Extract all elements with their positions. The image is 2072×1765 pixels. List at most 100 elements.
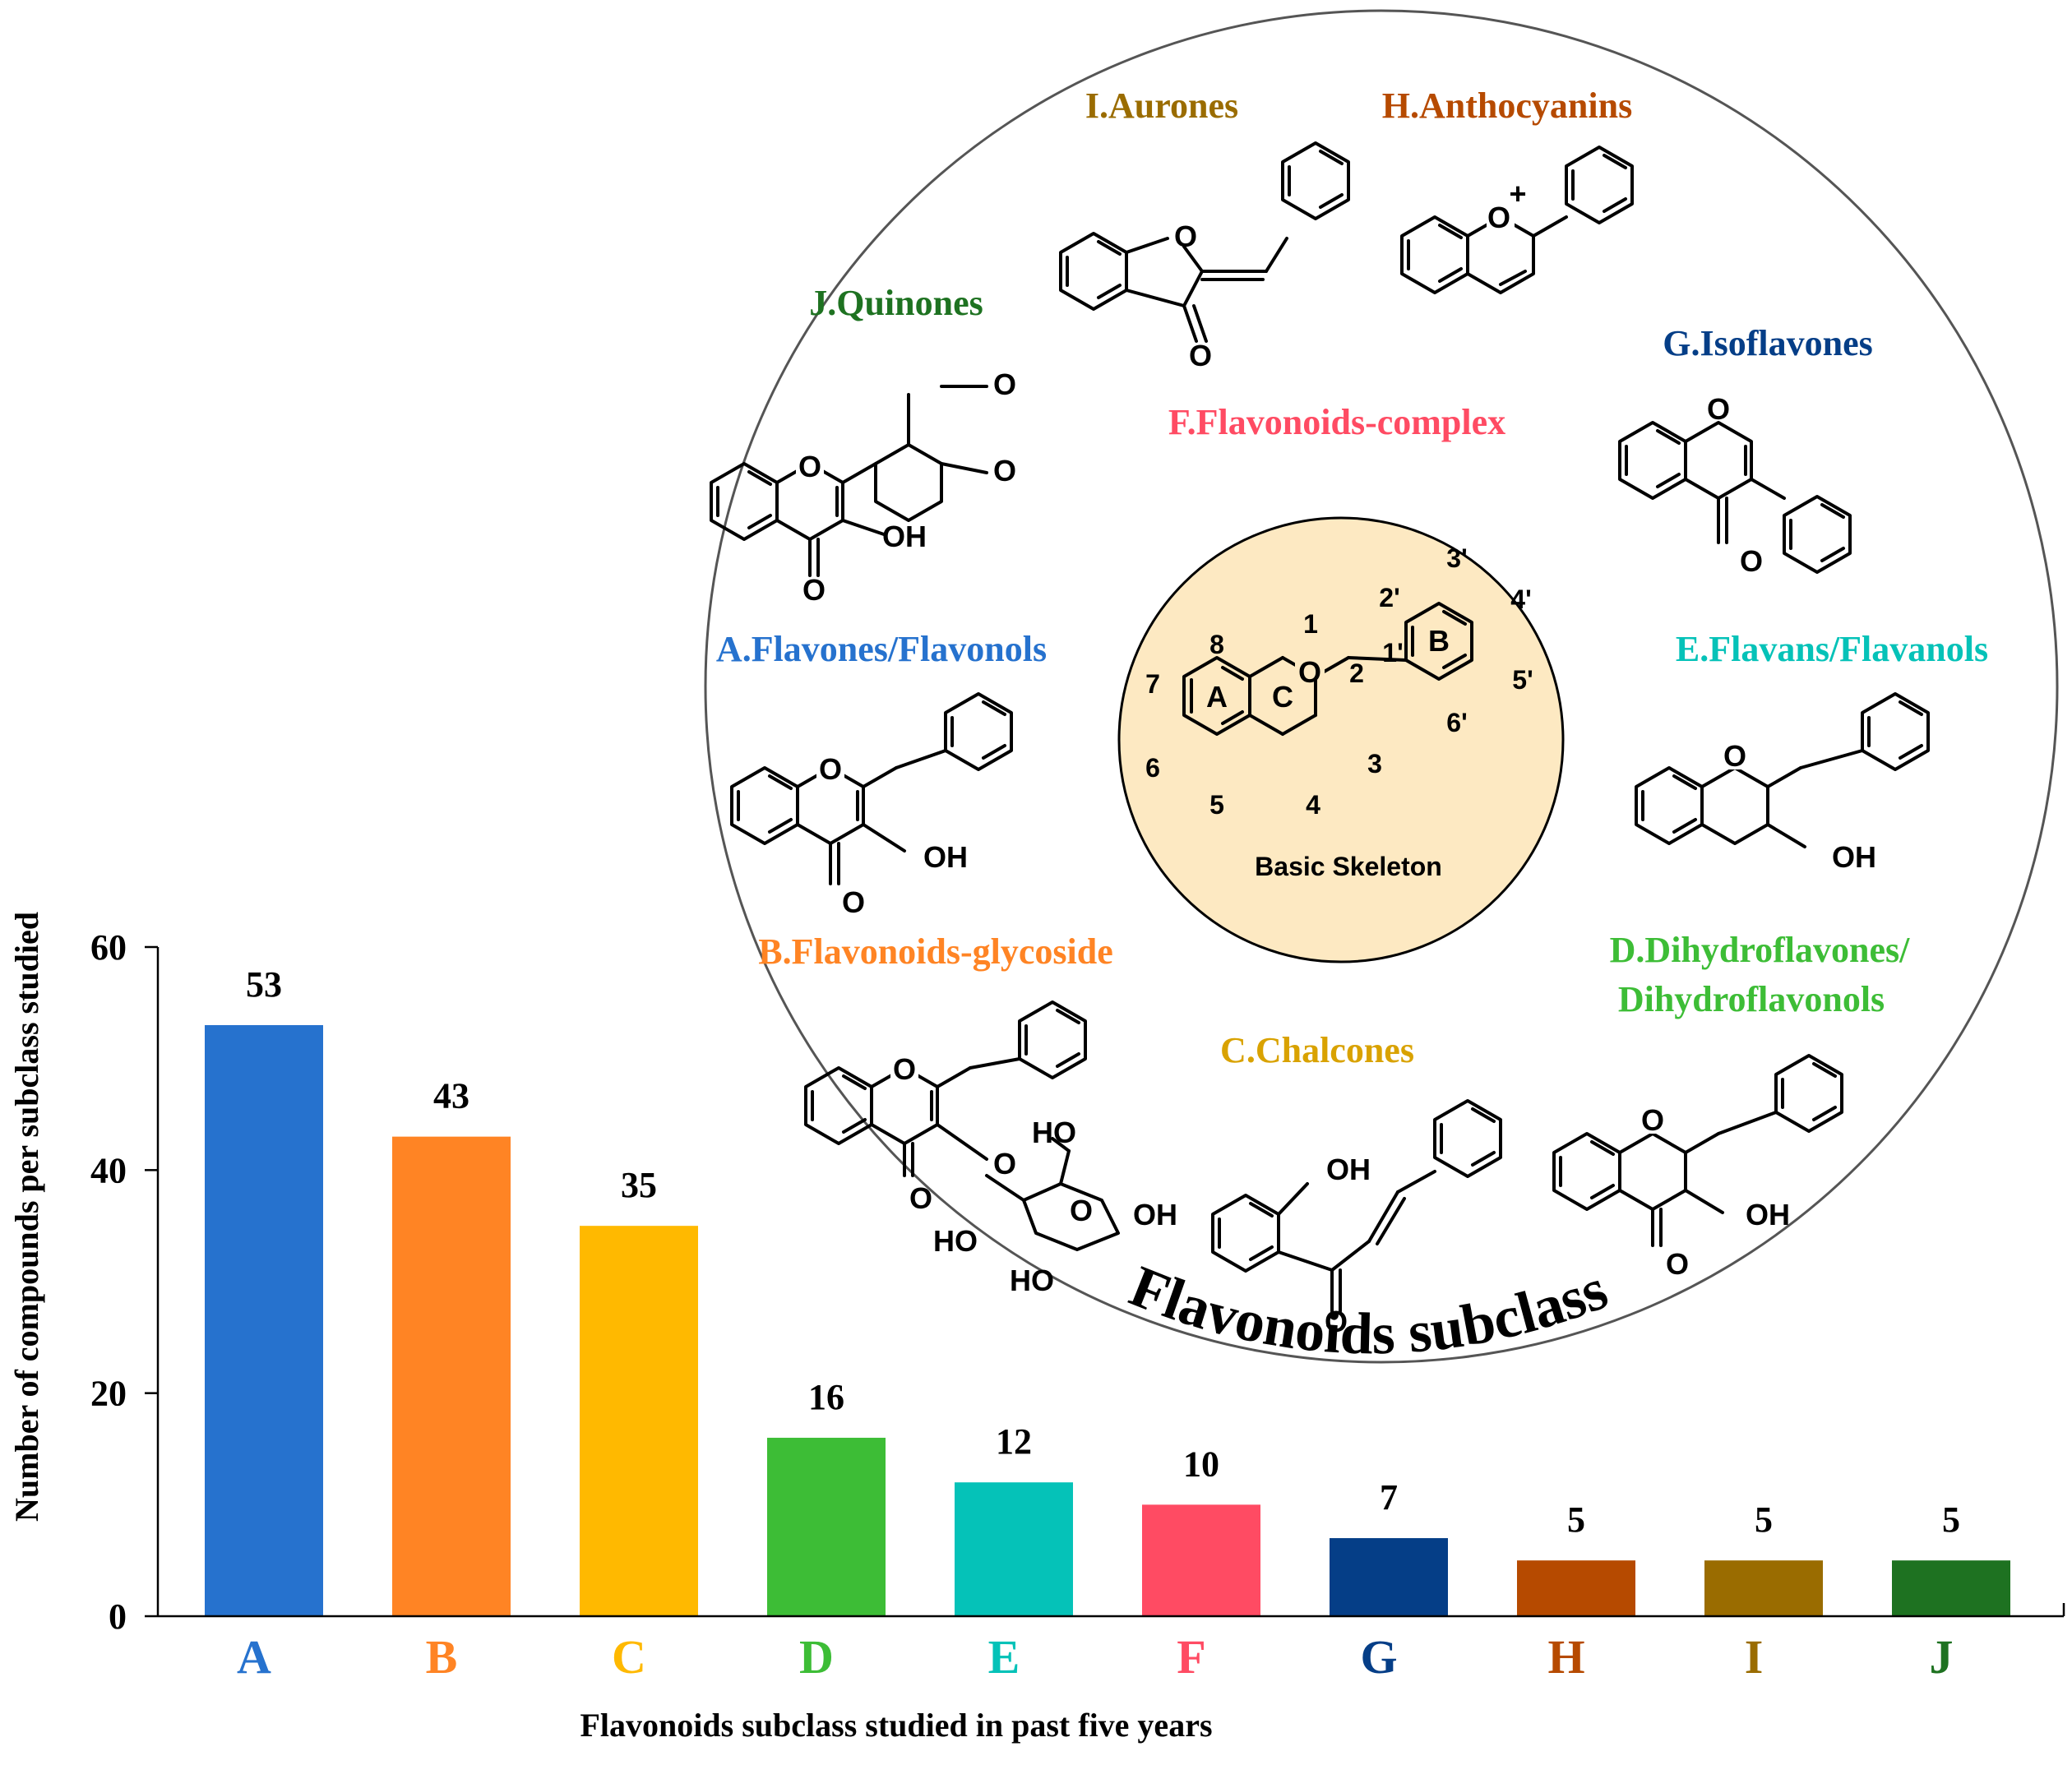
chalcone-hydroxyl: OH — [1326, 1153, 1371, 1186]
dihydroflavonol-structure: O O OH — [1552, 1054, 1843, 1281]
subclass-label-C: C.Chalcones — [1220, 1030, 1414, 1070]
aurone-oxygen: O — [1174, 219, 1197, 253]
chalcone-carbonyl-oxygen: O — [1325, 1305, 1348, 1338]
flavanol-structure: O OH — [1635, 692, 1930, 874]
y-tick-label: 60 — [90, 927, 127, 968]
subclass-label-J: J.Quinones — [809, 283, 983, 323]
dihydroflavonol-hydroxyl: OH — [1746, 1198, 1790, 1231]
skeleton-num-1: 1 — [1303, 609, 1318, 639]
skeleton-num-5: 5 — [1209, 790, 1224, 820]
basic-skeleton-circle — [1117, 516, 1565, 963]
y-tick-label: 20 — [90, 1374, 127, 1414]
skeleton-num-4prime: 4' — [1510, 584, 1531, 614]
basic-skeleton-label: Basic Skeleton — [1255, 852, 1442, 881]
subclass-label-G: G.Isoflavones — [1663, 323, 1872, 363]
bars — [205, 1024, 2010, 1616]
x-tick-label-E: E — [988, 1630, 1020, 1684]
x-tick-label-B: B — [426, 1630, 458, 1684]
x-tick-label-D: D — [799, 1630, 834, 1684]
bar-E — [955, 1482, 1073, 1616]
subclass-label-D-line1: D.Dihydroflavones/ — [1610, 930, 1910, 970]
y-tick-label: 0 — [109, 1596, 127, 1637]
anthocyanin-charge: + — [1509, 177, 1526, 210]
bar-C — [580, 1226, 698, 1616]
quinone-hydroxyl: OH — [882, 520, 927, 553]
value-label-C: 35 — [621, 1165, 657, 1205]
bar-I — [1704, 1560, 1823, 1616]
x-tick-label-H: H — [1547, 1630, 1584, 1684]
anthocyanin-structure: O + — [1400, 146, 1634, 294]
bar-J — [1892, 1560, 2010, 1616]
glycoside-carbonyl-oxygen: O — [909, 1181, 932, 1215]
bar-H — [1517, 1560, 1635, 1616]
bar-D — [767, 1437, 886, 1616]
value-label-H: 5 — [1567, 1499, 1585, 1540]
subclass-label-D-line2: Dihydroflavonols — [1618, 979, 1885, 1019]
quinone-ring-oxygen: O — [798, 450, 821, 483]
subclass-label-F: F.Flavonoids-complex — [1168, 402, 1505, 442]
value-label-A: 53 — [246, 964, 282, 1005]
x-axis-title: Flavonoids subclass studied in past five… — [580, 1707, 1212, 1744]
value-label-J: 5 — [1942, 1499, 1960, 1540]
skeleton-num-8: 8 — [1209, 630, 1224, 659]
x-tick-labels: A B C D E F G H I J — [237, 1630, 1953, 1684]
x-tick-label-I: I — [1745, 1630, 1764, 1684]
flavanol-hydroxyl: OH — [1832, 840, 1876, 874]
x-tick-label-C: C — [612, 1630, 646, 1684]
flavonoids-subclass-inset: I.Aurones H.Anthocyanins J.Quinones G.Is… — [704, 9, 2059, 1367]
x-tick-label-G: G — [1360, 1630, 1397, 1684]
aurone-carbonyl-oxygen: O — [1189, 339, 1212, 372]
quinone-carbonyl-oxygen: O — [802, 573, 826, 607]
value-label-E: 12 — [996, 1421, 1032, 1462]
subclass-label-H: H.Anthocyanins — [1382, 85, 1632, 126]
y-tick-label: 40 — [90, 1150, 127, 1190]
chalcone-structure: OH O — [1211, 1099, 1502, 1338]
flavonol-ring-oxygen: O — [819, 752, 842, 786]
x-tick-label-F: F — [1177, 1630, 1205, 1684]
isoflavone-carbonyl-oxygen: O — [1740, 544, 1763, 578]
subclass-label-E: E.Flavans/Flavanols — [1676, 629, 1988, 669]
isoflavone-ring-oxygen: O — [1707, 392, 1730, 426]
subclass-label-B: B.Flavonoids-glycoside — [758, 931, 1113, 972]
basic-skeleton-structure: O A B C 1 2 3 4 5 6 7 8 1' 2' 3' 4' 5' 6… — [1145, 543, 1533, 881]
ring-label-c: C — [1272, 680, 1293, 714]
skeleton-num-7: 7 — [1145, 669, 1160, 699]
skeleton-num-3prime: 3' — [1446, 543, 1467, 573]
bar-G — [1330, 1538, 1448, 1616]
x-tick-label-A: A — [237, 1630, 271, 1684]
y-axis-title: Number of compounds per subclass studied — [8, 912, 45, 1522]
skeleton-num-4: 4 — [1306, 790, 1320, 820]
y-tick-labels: 0 20 40 60 — [90, 927, 158, 1637]
bar-B — [392, 1136, 511, 1616]
aurone-structure: O O — [1059, 141, 1350, 372]
flavonol-hydroxyl: OH — [923, 840, 968, 874]
flavonoid-glycoside-structure: O O O O HO OH HO HO — [804, 1000, 1177, 1297]
glycoside-ring-oxygen: O — [893, 1052, 916, 1086]
quinone-structure: O O OH O O — [710, 367, 1016, 607]
bar-F — [1142, 1504, 1260, 1616]
glycoside-sugar-oxygen: O — [1070, 1194, 1093, 1227]
ring-label-a: A — [1206, 680, 1228, 714]
dihydroflavonol-carbonyl-oxygen: O — [1666, 1247, 1689, 1281]
glycoside-hydroxyl-bottom: HO — [1010, 1264, 1054, 1297]
glycoside-hydroxyl-left: HO — [933, 1224, 978, 1258]
skeleton-num-1prime: 1' — [1382, 638, 1403, 668]
bar-A — [205, 1024, 323, 1616]
dihydroflavonol-ring-oxygen: O — [1641, 1103, 1664, 1137]
skeleton-num-6: 6 — [1145, 753, 1160, 783]
skeleton-num-2prime: 2' — [1379, 583, 1399, 612]
x-tick-label-J: J — [1930, 1630, 1954, 1684]
glycoside-hydroxyl-right: OH — [1133, 1198, 1177, 1231]
skeleton-num-2: 2 — [1349, 658, 1364, 688]
value-label-G: 7 — [1380, 1477, 1398, 1518]
value-label-B: 43 — [433, 1076, 469, 1116]
quinone-oxygen-1: O — [993, 367, 1016, 401]
skeleton-num-3: 3 — [1367, 749, 1382, 779]
flavanol-ring-oxygen: O — [1723, 739, 1746, 773]
skeleton-num-6prime: 6' — [1446, 708, 1467, 737]
isoflavone-structure: O O — [1618, 392, 1852, 578]
value-label-D: 16 — [808, 1377, 844, 1417]
